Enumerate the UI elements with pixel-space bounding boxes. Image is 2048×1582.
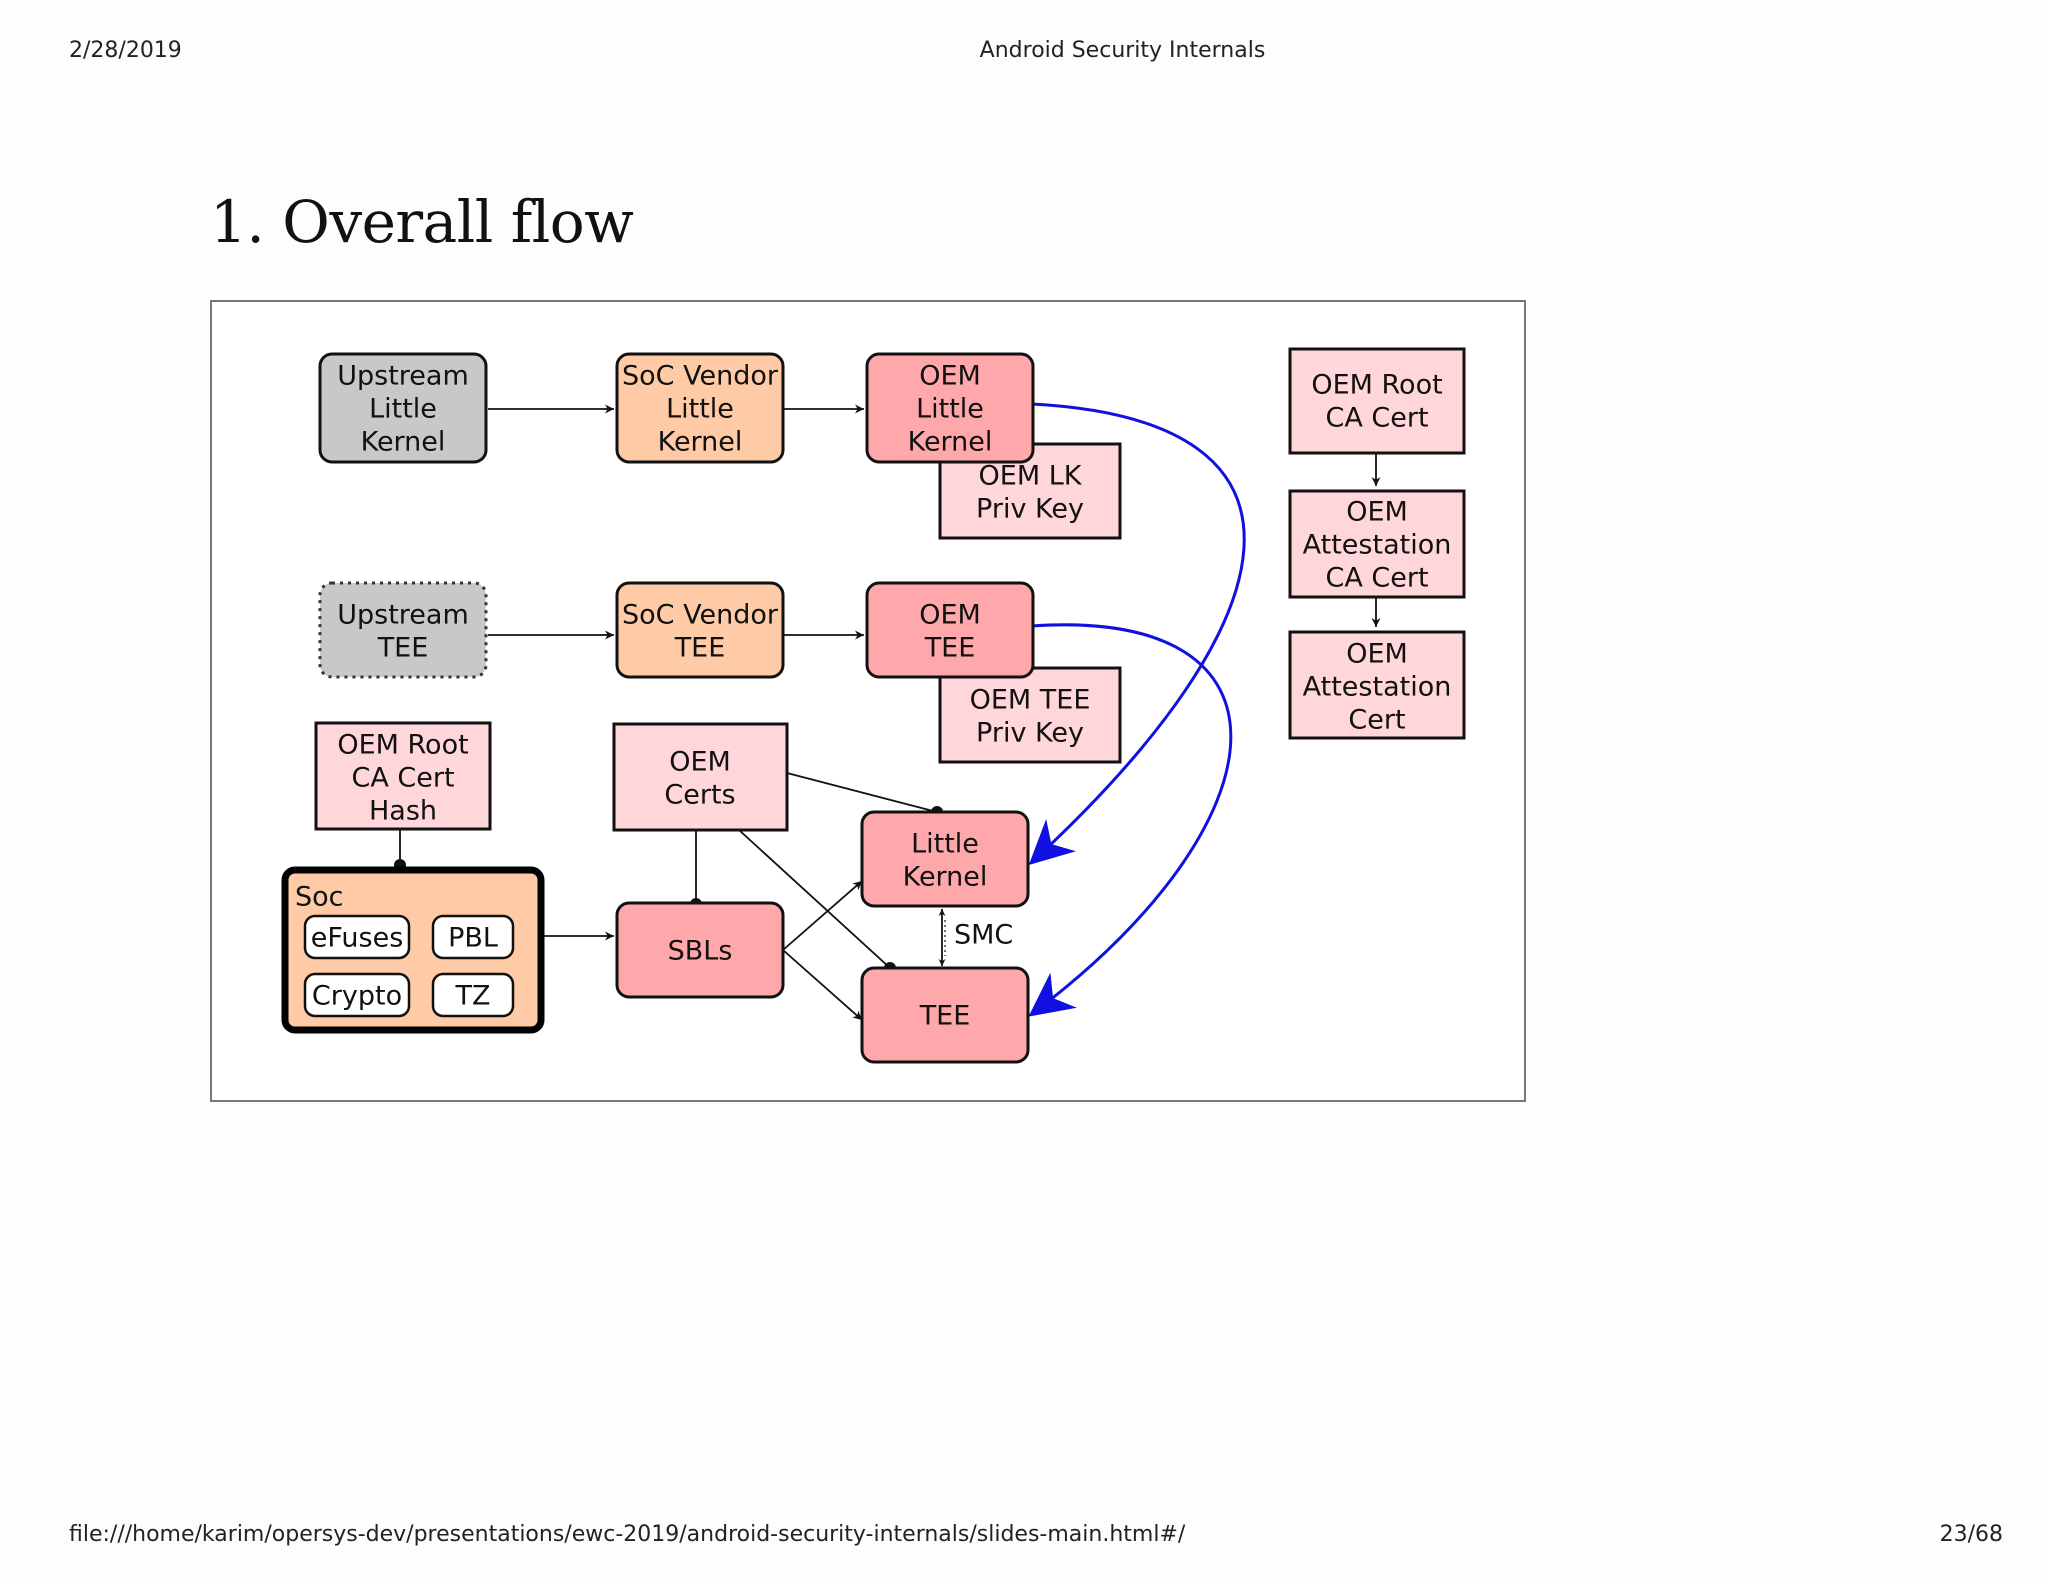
node-pbl: PBL xyxy=(431,914,515,960)
svg-text:TEE: TEE xyxy=(919,1000,971,1031)
blue-flash-arrows xyxy=(1028,402,1246,1017)
svg-text:Crypto: Crypto xyxy=(312,980,402,1011)
footer-file-path: file:///home/karim/opersys-dev/presentat… xyxy=(69,1522,1186,1547)
smc-label: SMC xyxy=(954,919,1013,950)
edge-certs-to-little-kernel xyxy=(786,772,938,813)
svg-text:Soc: Soc xyxy=(295,881,344,912)
arrow-oem-tee-to-tee xyxy=(1028,623,1233,1017)
svg-text:PBL: PBL xyxy=(448,922,498,953)
node-tz: TZ xyxy=(431,972,515,1018)
arrow-oem-lk-to-little-kernel xyxy=(1028,402,1246,865)
node-efuses: eFuses xyxy=(303,914,411,960)
edge-sbls-to-little-kernel xyxy=(782,880,863,951)
edge-certs-to-tee xyxy=(738,829,891,969)
footer-page-number: 23/68 xyxy=(1939,1522,2003,1547)
svg-text:SBLs: SBLs xyxy=(668,935,733,966)
node-tee: TEE xyxy=(860,966,1030,1064)
node-crypto: Crypto xyxy=(303,972,411,1018)
svg-text:TZ: TZ xyxy=(455,980,491,1011)
header-date: 2/28/2019 xyxy=(69,38,182,63)
slide-title: 1. Overall flow xyxy=(210,188,634,256)
svg-text:eFuses: eFuses xyxy=(311,922,404,953)
header-title: Android Security Internals xyxy=(979,38,1266,63)
node-sbls: SBLs xyxy=(615,901,785,999)
edge-sbls-to-tee xyxy=(782,949,863,1021)
